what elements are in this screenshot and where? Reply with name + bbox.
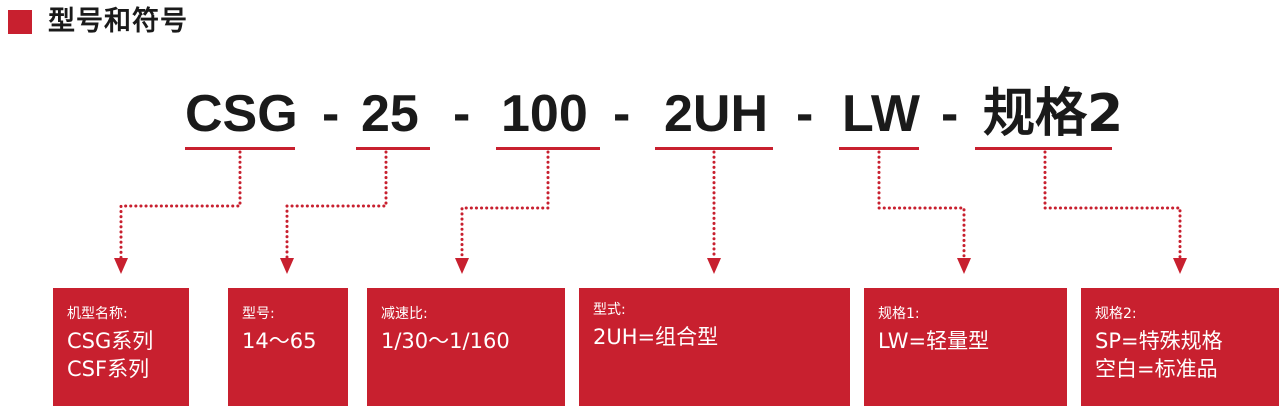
code-part-type: 2UH bbox=[664, 85, 769, 143]
connector-type bbox=[707, 150, 721, 274]
code-part-spec2: 规格2 bbox=[983, 84, 1124, 144]
desc-box-spec2: 规格2: SP=特殊规格 空白=标准品 bbox=[1081, 288, 1279, 406]
arrow-down-icon bbox=[707, 258, 721, 274]
desc-box-value: LW=轻量型 bbox=[878, 329, 990, 353]
code-separator: - bbox=[941, 85, 959, 143]
code-part-size: 25 bbox=[361, 85, 419, 143]
arrow-down-icon bbox=[1173, 258, 1187, 274]
arrow-down-icon bbox=[114, 258, 128, 274]
desc-box-label: 减速比: bbox=[381, 306, 428, 322]
desc-box-value: CSG系列 bbox=[67, 329, 154, 353]
code-underline bbox=[185, 147, 295, 150]
desc-box-value: 1/30～1/160 bbox=[381, 329, 510, 353]
code-separator: - bbox=[796, 85, 814, 143]
desc-box-value: 14～65 bbox=[242, 329, 317, 353]
desc-box-label: 机型名称: bbox=[67, 306, 128, 322]
arrow-down-icon bbox=[957, 258, 971, 274]
desc-box-value: 2UH=组合型 bbox=[593, 325, 719, 349]
code-separator: - bbox=[453, 85, 471, 143]
code-part-spec1: LW bbox=[842, 85, 920, 143]
desc-box-value: CSF系列 bbox=[67, 357, 150, 381]
arrow-down-icon bbox=[280, 258, 294, 274]
desc-box-label: 型式: bbox=[593, 302, 626, 318]
desc-box-type: 型式: 2UH=组合型 bbox=[579, 288, 850, 406]
code-part-series: CSG bbox=[185, 85, 298, 143]
desc-box-label: 规格1: bbox=[878, 306, 920, 322]
desc-box-size: 型号: 14～65 bbox=[228, 288, 348, 406]
code-underline bbox=[496, 147, 600, 150]
connector-series bbox=[114, 150, 242, 274]
desc-box-series: 机型名称: CSG系列 CSF系列 bbox=[53, 288, 189, 406]
desc-box-label: 规格2: bbox=[1095, 306, 1137, 322]
connector-spec2 bbox=[1043, 150, 1187, 274]
code-underline bbox=[839, 147, 919, 150]
header-marker-square bbox=[8, 10, 32, 34]
connector-spec1 bbox=[877, 150, 971, 274]
desc-box-value: 空白=标准品 bbox=[1095, 357, 1218, 381]
code-underline bbox=[975, 147, 1112, 150]
desc-box-ratio: 减速比: 1/30～1/160 bbox=[367, 288, 565, 406]
desc-box-label: 型号: bbox=[242, 306, 275, 322]
code-underline bbox=[655, 147, 773, 150]
code-separator: - bbox=[322, 85, 340, 143]
connector-ratio bbox=[455, 150, 550, 274]
connector-size bbox=[280, 150, 388, 274]
code-separator: - bbox=[613, 85, 631, 143]
code-underline bbox=[356, 147, 430, 150]
desc-box-value: SP=特殊规格 bbox=[1095, 329, 1223, 353]
section-title: 型号和符号 bbox=[48, 6, 188, 37]
desc-box-spec1: 规格1: LW=轻量型 bbox=[864, 288, 1067, 406]
code-part-ratio: 100 bbox=[501, 85, 588, 143]
arrow-down-icon bbox=[455, 258, 469, 274]
